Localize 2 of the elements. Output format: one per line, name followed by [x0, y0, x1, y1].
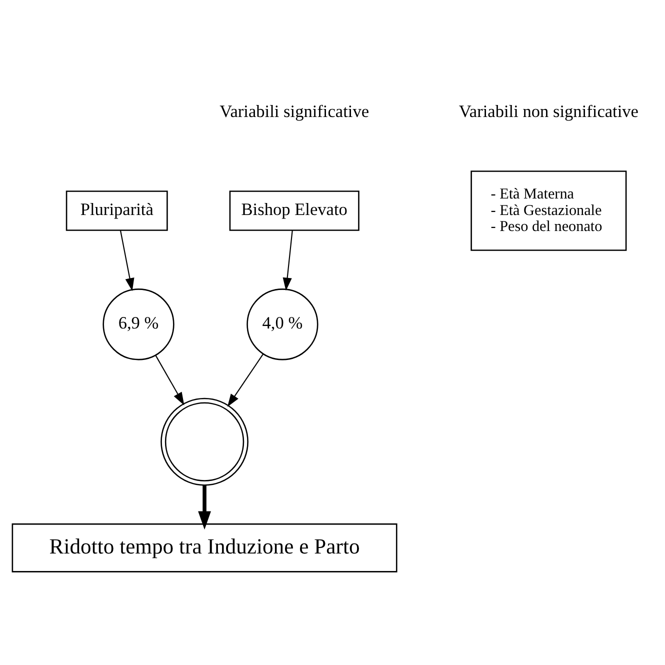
label: Variabili significative	[220, 102, 370, 121]
label: Variabili non significative	[458, 102, 638, 121]
